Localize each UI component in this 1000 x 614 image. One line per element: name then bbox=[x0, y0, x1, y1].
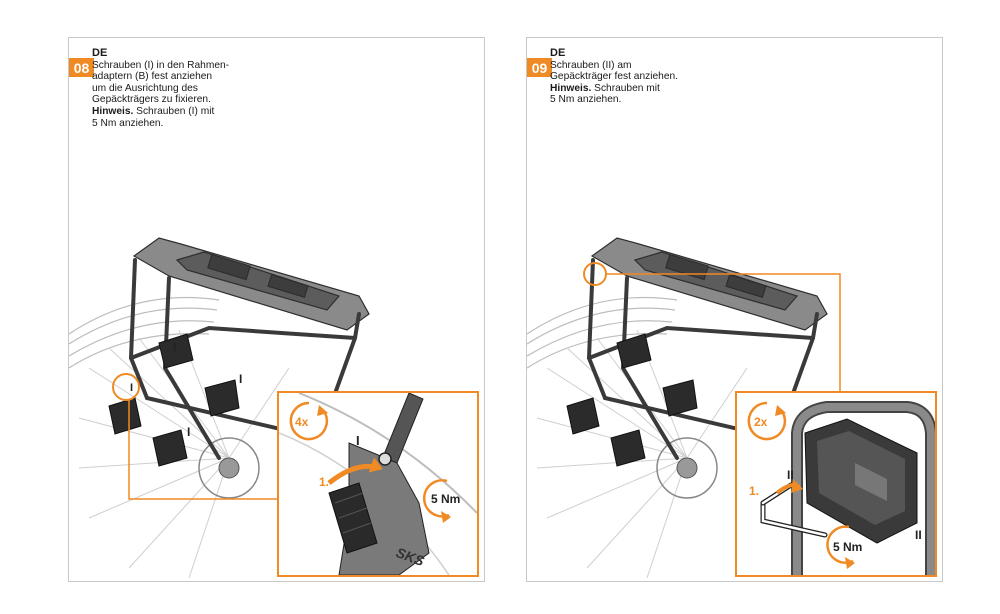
torque-arrow-icon bbox=[826, 525, 855, 569]
instruction-text: DE Schrauben (I) in den Rahmen- adaptern… bbox=[92, 47, 312, 129]
rack-mounting-illustration-08: I I I I bbox=[69, 237, 370, 579]
bolt-label: I bbox=[187, 425, 190, 439]
rotation-count: 2x bbox=[754, 415, 768, 429]
instruction-panel-09: II II 2x 1. 5 Nm 09 DE Schrauben (II) am… bbox=[526, 37, 943, 582]
rotate-arrow-icon bbox=[747, 401, 787, 441]
step-number-badge: 09 bbox=[527, 58, 552, 77]
rack-mounting-illustration-09 bbox=[527, 237, 841, 579]
torque-value: 5 Nm bbox=[833, 540, 862, 554]
step-number-label: 1. bbox=[749, 484, 759, 498]
step-number-badge: 08 bbox=[69, 58, 94, 77]
detail-illustration-09: II II 2x 1. 5 Nm bbox=[747, 401, 937, 575]
hint-label: Hinweis. bbox=[550, 82, 592, 94]
detail-illustration-08: SKS I 4x 1. 5 Nm bbox=[278, 392, 478, 576]
instruction-text: DE Schrauben (II) am Gepäckträger fest a… bbox=[550, 47, 770, 106]
hint-text: Schrauben mit bbox=[591, 82, 660, 94]
bolt-label: I bbox=[173, 340, 176, 354]
hint-line: Hinweis. Schrauben mit bbox=[550, 83, 770, 95]
rotate-arrow-icon bbox=[289, 401, 329, 441]
instruction-line: Schrauben (I) in den Rahmen- bbox=[92, 59, 230, 71]
step-number-label: 1. bbox=[319, 475, 329, 489]
hint-line-2: 5 Nm anziehen. bbox=[92, 117, 164, 129]
instruction-line: adaptern (B) fest anziehen bbox=[92, 71, 213, 83]
torque-value: 5 Nm bbox=[431, 492, 460, 506]
language-code: DE bbox=[92, 47, 108, 59]
instruction-panel-08: I I I I SKS I 4x bbox=[68, 37, 485, 582]
hint-label: Hinweis. bbox=[92, 105, 134, 117]
hint-text: Schrauben (I) mit bbox=[133, 105, 215, 117]
instruction-line: Gepäckträger fest anziehen. bbox=[550, 71, 678, 83]
hint-line-2: 5 Nm anziehen. bbox=[550, 94, 622, 106]
instruction-line: Schrauben (II) am bbox=[550, 59, 632, 71]
rotation-count: 4x bbox=[295, 415, 309, 429]
detail-inset-09: II II 2x 1. 5 Nm bbox=[735, 391, 937, 577]
bolt-label: I bbox=[130, 382, 133, 394]
instruction-line: um die Ausrichtung des bbox=[92, 82, 198, 94]
torque-arrow-icon bbox=[422, 479, 451, 523]
detail-bolt-label: II bbox=[787, 468, 794, 482]
hint-line: Hinweis. Schrauben (I) mit bbox=[92, 106, 312, 118]
detail-inset-08: SKS I 4x 1. 5 Nm bbox=[277, 391, 479, 577]
bolt-label: I bbox=[239, 372, 242, 386]
detail-bolt-label: I bbox=[356, 433, 360, 448]
language-code: DE bbox=[550, 47, 566, 59]
detail-bolt-label: II bbox=[915, 528, 922, 542]
instruction-line: Gepäckträgers zu fixieren. bbox=[92, 94, 211, 106]
